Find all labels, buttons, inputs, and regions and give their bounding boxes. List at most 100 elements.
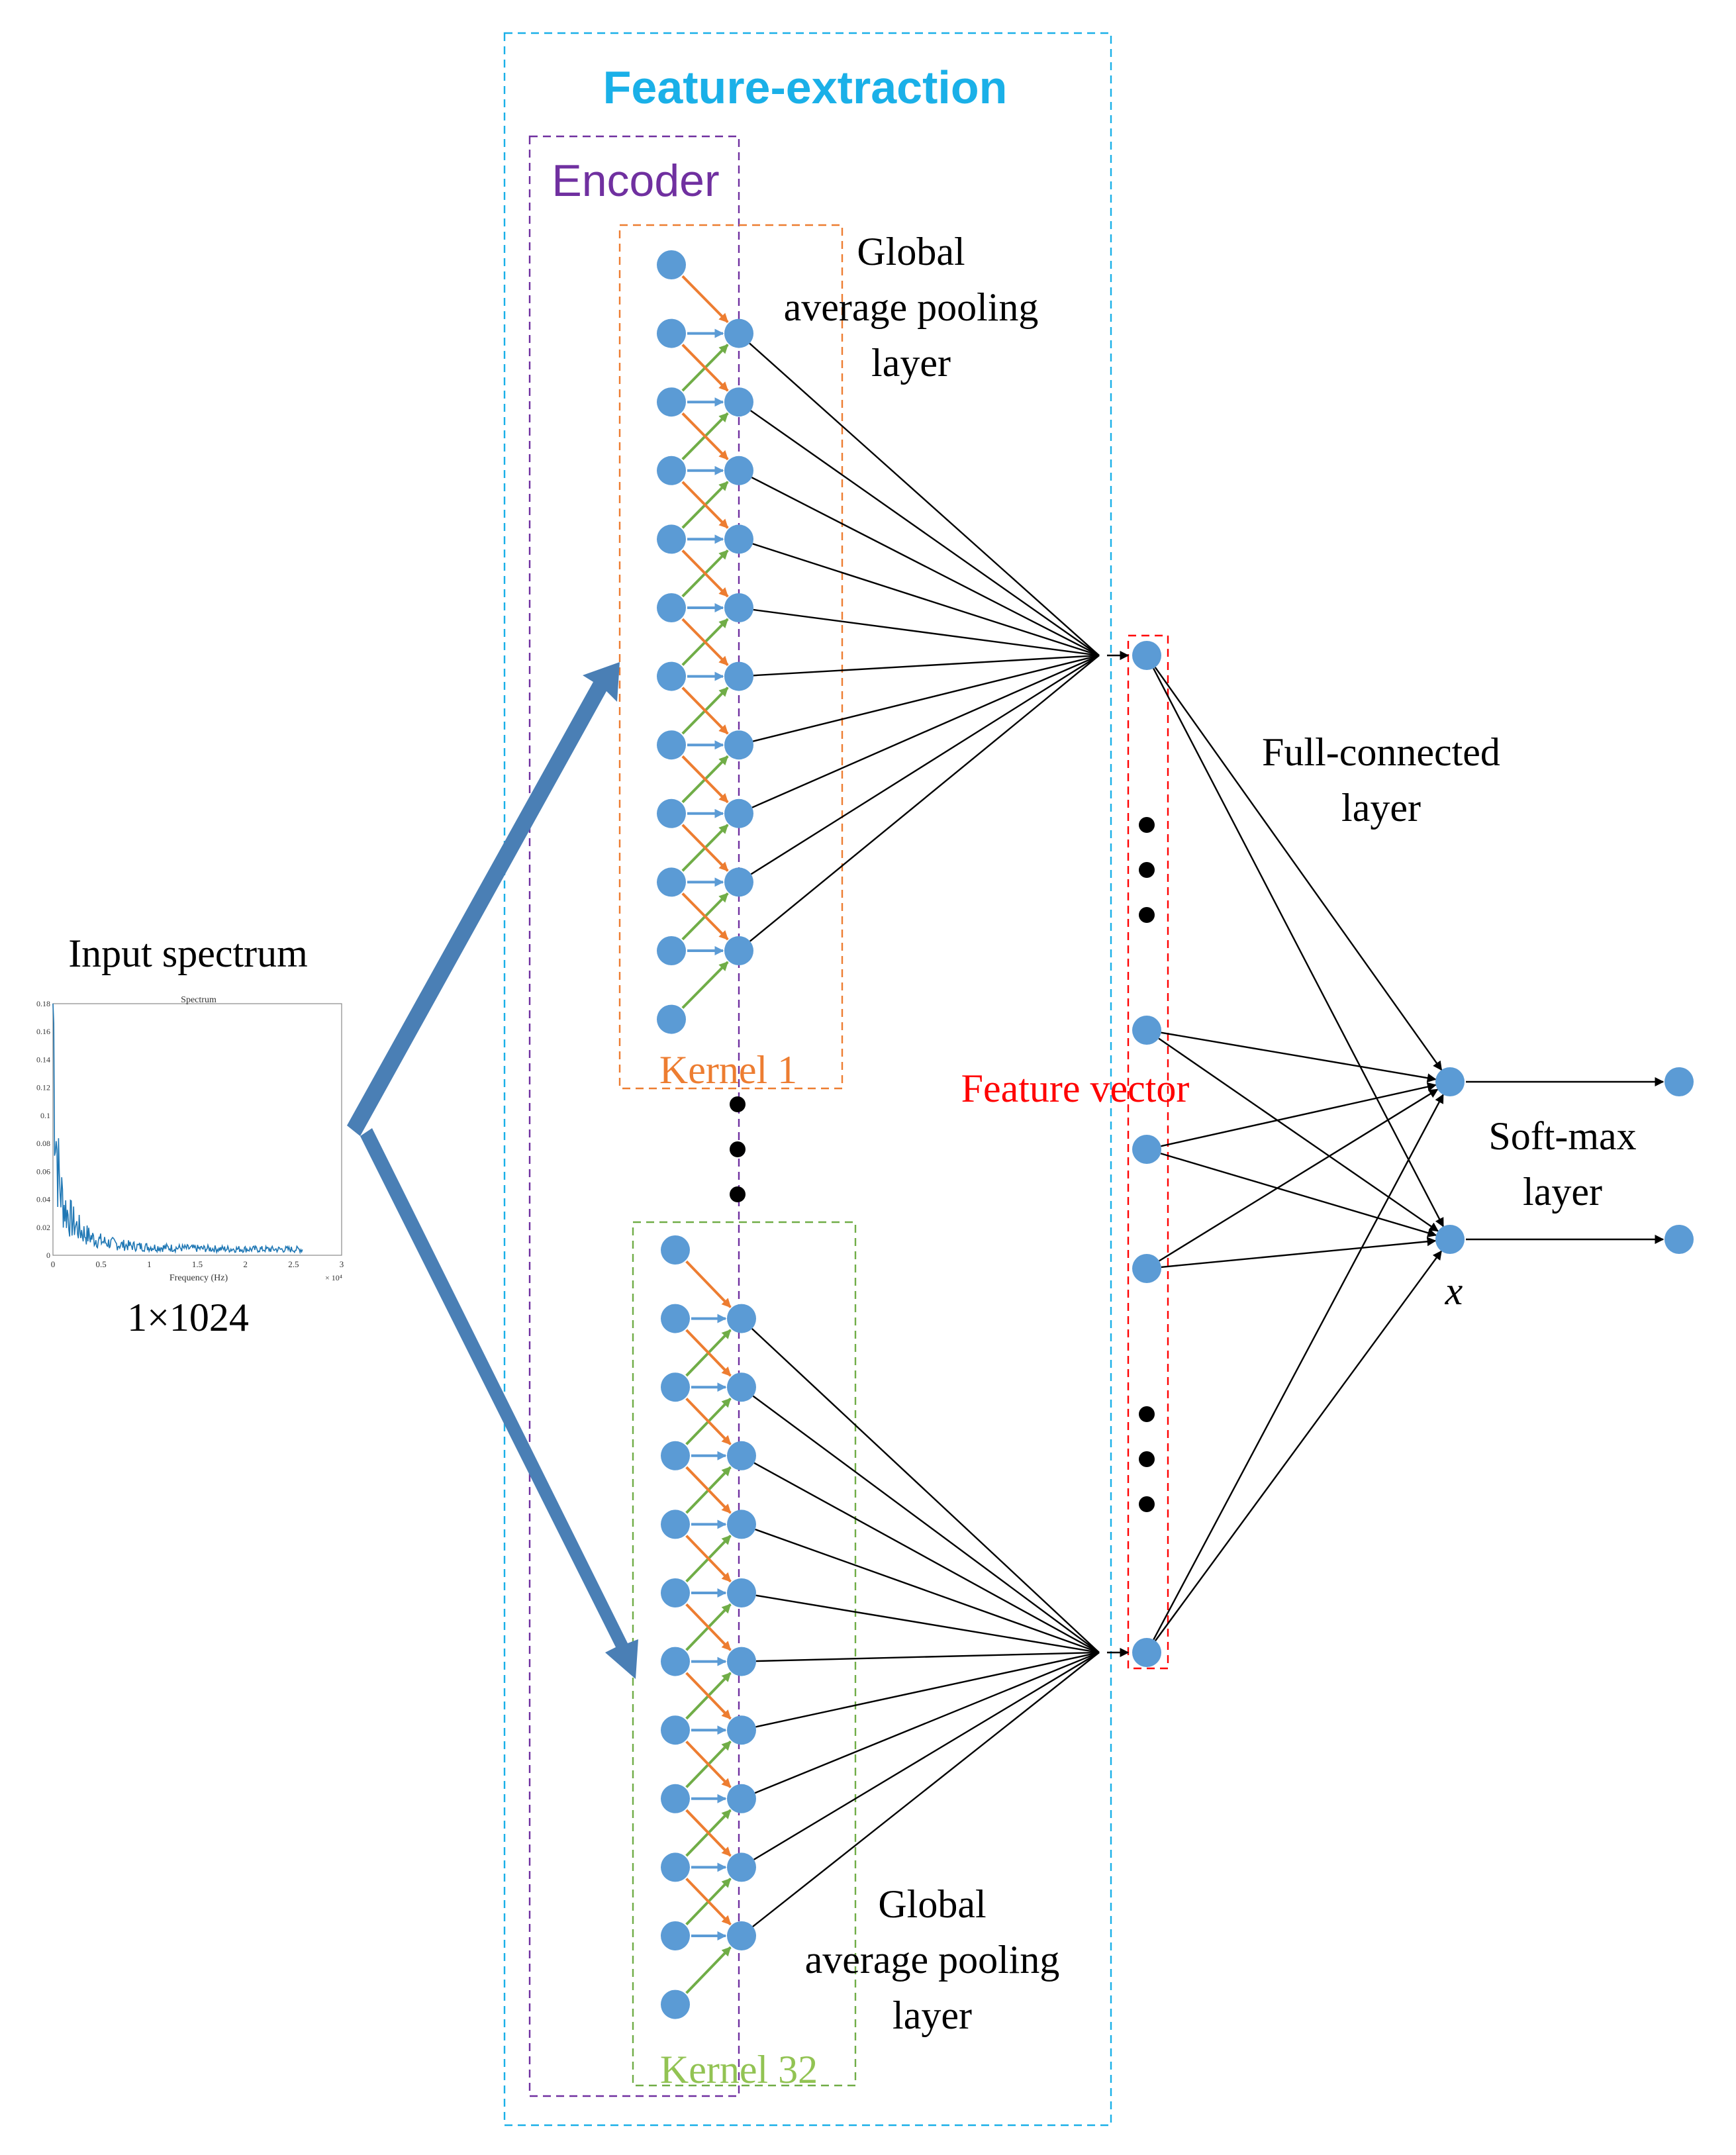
input-size-label: 1×1024	[127, 1296, 249, 1339]
kernel-2-pool-edge	[754, 1651, 1100, 1794]
inset-x-tick: 1.5	[192, 1259, 203, 1269]
kernel-2-input-node	[661, 1304, 690, 1333]
kernel-1-conv-arrow-down	[681, 550, 729, 598]
full-connected-edge	[1161, 1237, 1437, 1269]
kernel-1-input-node	[657, 250, 686, 279]
ellipsis-dot	[730, 1096, 746, 1112]
kernel-1-pooled-node	[724, 455, 753, 485]
kernel-1-pool-edge	[753, 608, 1100, 657]
spectrum-line	[52, 1003, 303, 1255]
kernel-1-pooled-node	[724, 936, 753, 965]
encoder-title: Encoder	[552, 156, 719, 206]
global-pool-top-line-1: Global	[857, 230, 965, 273]
ellipsis-dot	[1139, 907, 1155, 923]
kernel-2-input-node	[661, 1989, 690, 2019]
global-pool-top-label: Global average pooling layer	[784, 230, 1039, 385]
kernel-1-pool-edge	[749, 655, 1100, 942]
inset-plot-title: Spectrum	[181, 995, 217, 1005]
inset-y-tick: 0.1	[40, 1111, 50, 1120]
ellipsis-dot	[1139, 862, 1155, 878]
kernel-2-pooled-node	[727, 1578, 756, 1607]
inset-y-tick: 0.16	[36, 1027, 50, 1036]
full-connected-edge	[1161, 1082, 1437, 1147]
kernel-1-pooled-node	[724, 387, 753, 417]
softmax-line-1: Soft-max	[1488, 1114, 1636, 1158]
kernel-1-pooled-node	[724, 661, 753, 691]
kernel-2-conv-arrow-down	[685, 1878, 732, 1926]
kernel-1-input-node	[657, 661, 686, 691]
feature-vector-node	[1132, 1254, 1161, 1283]
kernel-2-input-node	[661, 1441, 690, 1470]
inset-y-tick: 0.12	[36, 1083, 50, 1092]
kernel-2-pool-edge	[753, 1651, 1100, 1860]
kernel-1-pooled-node	[724, 798, 753, 828]
kernel-2-pooled-node	[727, 1784, 756, 1813]
kernel-1-pooled-node	[724, 730, 753, 760]
inset-y-tick: 0	[46, 1251, 50, 1260]
kernel-1-conv-arrow-down	[681, 892, 729, 941]
kernel-2-input-node	[661, 1578, 690, 1607]
full-connected-line-2: layer	[1341, 786, 1421, 830]
kernel-1-pool-edge	[751, 477, 1100, 657]
global-pool-top-line-2: average pooling	[784, 285, 1039, 329]
full-connected-edge	[1158, 1037, 1439, 1232]
inset-plot-x-multiplier: × 10⁴	[325, 1273, 342, 1282]
kernel-2-conv-arrow-up	[685, 1946, 732, 1994]
kernel-2-pool-edge	[755, 1651, 1100, 1728]
kernel-1-frame	[618, 224, 844, 1090]
kernel-2-input-node	[661, 1647, 690, 1676]
inset-y-tick: 0.14	[36, 1055, 50, 1064]
inset-x-tick: 0	[51, 1259, 56, 1269]
kernel-2-conv-arrow-down	[685, 1672, 732, 1720]
inset-x-tick: 2	[243, 1259, 248, 1269]
inset-plot-area	[52, 1003, 342, 1256]
kernel-1-input-node	[657, 730, 686, 760]
full-connected-edge	[1153, 667, 1444, 1227]
kernel-1-input-node	[657, 524, 686, 554]
kernel-1-conv-arrow-down	[681, 275, 729, 323]
full-connected-edge	[1159, 1088, 1439, 1262]
big-arrow-lower	[360, 1128, 638, 1679]
kernel-2-pooled-node	[727, 1852, 756, 1882]
kernel-2-conv-arrow-down	[685, 1260, 732, 1308]
feature-vector-label: Feature vector	[961, 1067, 1190, 1110]
kernel-1-pooled-node	[724, 318, 753, 348]
kernel-1-pool-edge	[751, 654, 1100, 808]
kernel-1-pool-edge	[752, 543, 1100, 657]
ellipsis-dot	[1139, 1406, 1155, 1422]
full-connected-edge	[1160, 1153, 1437, 1237]
kernel-2-pool-edge	[755, 1594, 1100, 1654]
kernel-2-pooled-node	[727, 1715, 756, 1745]
kernel-1-pool-edge	[753, 654, 1100, 677]
kernel-2-pool-edge	[755, 1651, 1100, 1662]
kernel-2-conv-arrow-down	[685, 1809, 732, 1857]
kernel-2-pool-edge	[753, 1462, 1100, 1654]
global-pool-top-line-3: layer	[871, 341, 951, 385]
feature-vector-node	[1132, 1016, 1161, 1045]
kernel-1-label: Kernel 1	[659, 1048, 797, 1092]
kernel-2-input-node	[661, 1852, 690, 1882]
kernel-2-pool-edge	[752, 1652, 1100, 1927]
kernel-1-conv-arrow-down	[681, 481, 729, 529]
inset-y-tick: 0.02	[36, 1223, 50, 1232]
global-pool-bottom-label: Global average pooling layer	[805, 1882, 1060, 2037]
kernel-2-pooled-node	[727, 1441, 756, 1470]
kernel-1-pool-edge	[750, 654, 1100, 875]
feature-extraction-title: Feature-extraction	[603, 62, 1008, 113]
kernel-2-input-node	[661, 1509, 690, 1539]
kernel-1-conv-arrow-down	[681, 412, 729, 461]
ellipsis-dot	[1139, 1451, 1155, 1467]
feature-vector-node	[1132, 1638, 1161, 1667]
kernel-2-conv-arrow-down	[685, 1535, 732, 1583]
softmax-output-node	[1664, 1225, 1694, 1254]
kernel-2-conv-arrow-down	[685, 1741, 732, 1788]
kernel-2-pooled-node	[727, 1509, 756, 1539]
kernel-1-input-node	[657, 936, 686, 965]
kernel-2-conv-arrow-down	[685, 1398, 732, 1445]
kernel-2-conv-arrow-down	[685, 1603, 732, 1651]
full-connected-line-1: Full-connected	[1262, 730, 1500, 774]
kernel-1-conv-arrow-down	[681, 344, 729, 392]
full-connected-edge	[1155, 1250, 1442, 1641]
feature-extraction-frame	[503, 32, 1112, 2127]
